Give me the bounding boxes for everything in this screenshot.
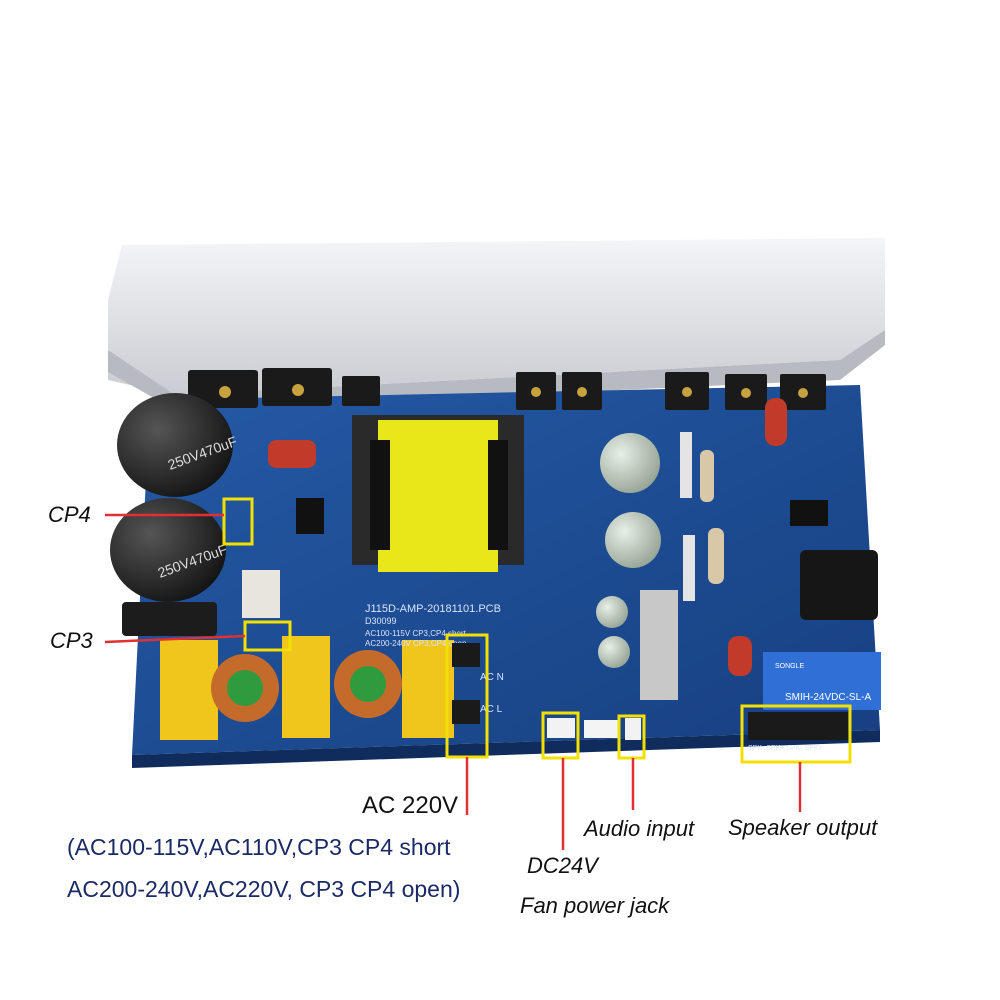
ac220-label: AC 220V bbox=[362, 792, 459, 819]
emi-filter bbox=[122, 570, 454, 740]
cp4-label: CP4 bbox=[48, 502, 91, 527]
relay-model: SMIH-24VDC-SL-A bbox=[785, 692, 871, 703]
ac-l-label: AC L bbox=[480, 704, 503, 715]
ac-note-line-2: AC200-240V,AC220V, CP3 CP4 open) bbox=[67, 876, 461, 902]
pcb-note-2: AC200-240V CP3,CP4 open bbox=[365, 639, 466, 648]
pcb-title: J115D-AMP-20181101.PCB bbox=[365, 603, 501, 615]
connectors bbox=[452, 643, 848, 740]
highlight-boxes bbox=[222, 497, 852, 764]
speaker-output-highlight bbox=[740, 704, 852, 764]
dc24v-label: DC24V bbox=[527, 853, 598, 878]
cp3-label: CP3 bbox=[50, 628, 93, 653]
bulk-capacitors: 250V470uF 250V470uF bbox=[110, 393, 239, 602]
audio-input-label: Audio input bbox=[584, 816, 695, 841]
relay-brand: SONGLE bbox=[775, 663, 805, 670]
spk-pin-labels: SPK- SPK+ SPK- SPK+ bbox=[748, 745, 823, 752]
speaker-output-label: Speaker output bbox=[728, 815, 878, 840]
cp3-pointer bbox=[104, 634, 246, 644]
pcb-code: D30099 bbox=[365, 616, 397, 626]
transformer bbox=[352, 415, 524, 572]
pcb-note-1: AC100-115V CP3,CP4 short bbox=[365, 629, 467, 638]
fan-jack-label: Fan power jack bbox=[520, 893, 670, 918]
misc-components bbox=[268, 398, 881, 738]
ac-note-line-1: (AC100-115V,AC110V,CP3 CP4 short bbox=[67, 834, 451, 860]
power-transistors bbox=[188, 368, 826, 410]
fan-jack-highlight bbox=[541, 711, 580, 760]
pcb-silkscreen: J115D-AMP-20181101.PCB D30099 AC100-115V… bbox=[365, 603, 871, 752]
pointer-lines bbox=[104, 513, 802, 850]
ac-n-label: AC N bbox=[480, 672, 504, 683]
cp4-highlight bbox=[222, 497, 254, 546]
audio-input-highlight bbox=[617, 714, 646, 760]
